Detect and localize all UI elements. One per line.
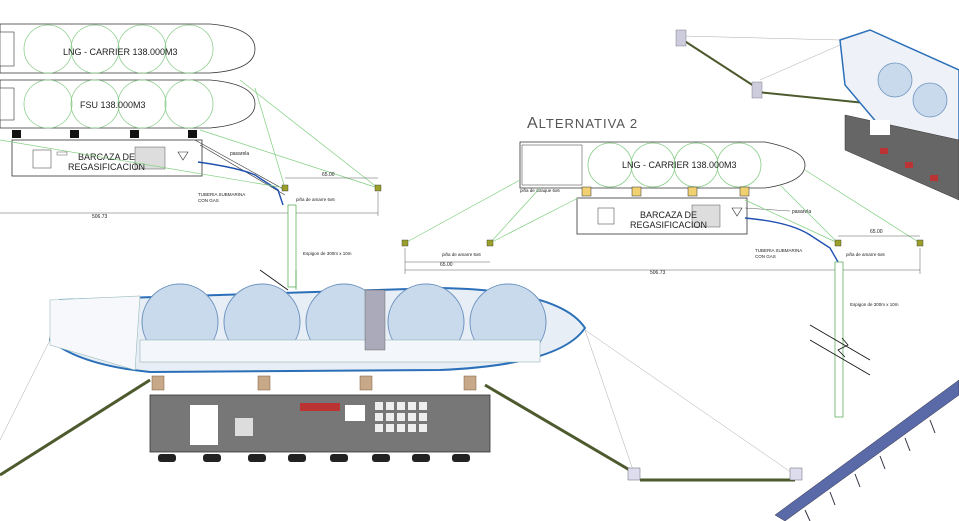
pasarela-label: pasarela [230,151,249,157]
mooring-cables [0,378,795,482]
barge-label-line2: REGASIFICACION [68,162,145,172]
lng-carrier-hull [0,23,256,74]
left-plan-view: LNG - CARRIER 138.000M3 FSU 138.000M3 BA… [0,23,382,291]
alt2-dolphin-2 [486,239,494,247]
alt2-pasarela-label: pasarela [792,209,811,215]
berthing-label: piña de atraque 6x6 [520,188,560,193]
jetty-label: Espigon de 300m x 10m [303,251,352,256]
alt2-pipe-label-line1: TUBERIA SUBMARINA [755,248,802,253]
central-3d-vessel [0,270,803,482]
alt2-subsea-pipe [744,217,839,263]
dolphin-3d-2 [789,467,803,481]
alt2-dim-right: 65.00 [870,229,883,235]
alt2-mooring-left: piña de amarre 6x6 [442,252,481,257]
fsu-hull [0,79,256,129]
carrier-tanks [23,24,214,74]
mooring-lines [0,79,379,189]
alt2-carrier-label: LNG - CARRIER 138.000M3 [622,160,737,170]
fsu-tanks [23,79,214,129]
pipe-label-line1: TUBERIA SUBMARINA [198,192,245,197]
carrier-bridge [0,31,15,67]
alt2-jetty-label: Espigon de 300m x 10m [850,302,899,307]
dim-small: 65.00 [322,172,335,178]
alt2-dolphin-1 [401,239,409,247]
dolphin-3d-1 [627,467,641,481]
jetty [287,204,297,288]
break-lines [809,324,871,376]
barge-tires [158,454,470,462]
alt2-dim-left: 65.00 [440,262,453,268]
alt2-mooring-lines [404,169,921,244]
alternative-2-plan: ALTERNATIVA 2 LNG - CARRIER 138.000M3 pi… [401,115,924,418]
alternative-title: ALTERNATIVA 2 [527,115,638,132]
alt2-fenders [581,186,750,197]
mooring-dolphin-2 [374,184,382,192]
alt2-pipe-label-line2: CON GAS [755,254,776,259]
dim-total: 506.73 [92,214,108,220]
alt2-barge-label-line1: BARCAZA DE [640,210,697,220]
subsea-pipe [197,161,284,206]
fenders [12,130,197,138]
fsu-label: FSU 138.000M3 [80,100,146,110]
barge-label-line1: BARCAZA DE [78,152,135,162]
carrier-label: LNG - CARRIER 138.000M3 [63,47,178,57]
pipe-label-line2: CON GAS [198,198,219,203]
alt2-dim-total: 506.73 [650,270,666,276]
alt2-jetty [834,261,844,418]
alt2-dolphin-4 [916,239,924,247]
mooring-dolphin-1 [281,184,289,192]
alt2-dolphin-3 [834,239,842,247]
top-right-3d-view [675,29,959,201]
vessel-fenders [151,375,477,391]
fsu-bridge [0,87,15,121]
pier-3d [774,379,959,521]
alt2-mooring-right: piña de amarre 6x6 [846,252,885,257]
mooring-label: piña de amarre 6x6 [296,197,335,202]
alt2-barge-label-line2: REGASIFICACION [630,220,707,230]
